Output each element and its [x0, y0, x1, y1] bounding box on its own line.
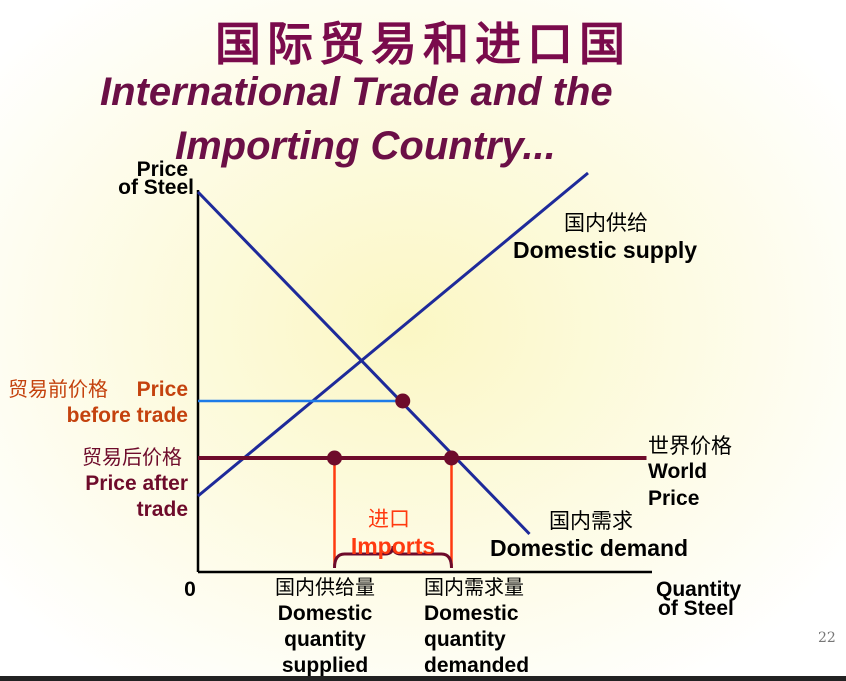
- x-axis-label-line2: of Steel: [658, 597, 734, 620]
- page-number: 22: [818, 630, 836, 646]
- price-after-trade-label-en-line2: trade: [137, 498, 188, 521]
- origin-label: 0: [184, 578, 196, 601]
- price-before-trade-label-cn: 贸易前价格: [8, 377, 108, 401]
- world-price-label-cn: 世界价格: [648, 434, 732, 458]
- quantity-demanded-point: [444, 450, 459, 466]
- y-axis-label-line2: of Steel: [118, 176, 194, 199]
- supply-label-cn: 国内供给: [564, 211, 648, 235]
- price-before-trade-label-en-line1: Price: [137, 378, 188, 401]
- imports-brace: [333, 545, 453, 569]
- demand-label-en: Domestic demand: [490, 535, 688, 561]
- domestic-supply-line: [197, 171, 589, 498]
- quantity-demanded-label-cn: 国内需求量: [424, 575, 524, 599]
- quantity-supplied-label-en-line3: supplied: [282, 654, 368, 677]
- quantity-demanded-label-en-line3: demanded: [424, 654, 529, 677]
- world-price-label-en-line2: Price: [648, 487, 699, 510]
- demand-label-cn: 国内需求: [549, 509, 633, 533]
- title-english-line2: Importing Country...: [175, 124, 556, 168]
- quantity-supplied-label-en-line2: quantity: [284, 628, 366, 651]
- bottom-border: [0, 676, 846, 681]
- price-after-trade-label-en-line1: Price after: [85, 472, 188, 495]
- quantity-supplied-label-en-line1: Domestic: [278, 602, 373, 625]
- equilibrium-point: [395, 393, 411, 409]
- title-english-line1: International Trade and the: [100, 70, 613, 114]
- price-before-trade-label-en-line2: before trade: [67, 404, 188, 427]
- x-axis-label-line1: Quantity: [656, 578, 741, 601]
- world-price-label-en-line1: World: [648, 460, 707, 483]
- quantity-supplied-label-cn: 国内供给量: [275, 575, 375, 599]
- price-after-trade-label-cn: 贸易后价格: [82, 445, 182, 469]
- quantity-demanded-label-en-line2: quantity: [424, 628, 506, 651]
- supply-label-en: Domestic supply: [513, 237, 697, 263]
- y-axis-label-line1: Price: [137, 158, 188, 181]
- domestic-demand-line: [196, 190, 531, 536]
- imports-label-en: Imports: [351, 533, 435, 559]
- quantity-demanded-label-en-line1: Domestic: [424, 602, 519, 625]
- quantity-supplied-point: [327, 450, 342, 466]
- imports-label-cn: 进口: [368, 507, 410, 531]
- title-chinese: 国际贸易和进口国: [215, 17, 631, 71]
